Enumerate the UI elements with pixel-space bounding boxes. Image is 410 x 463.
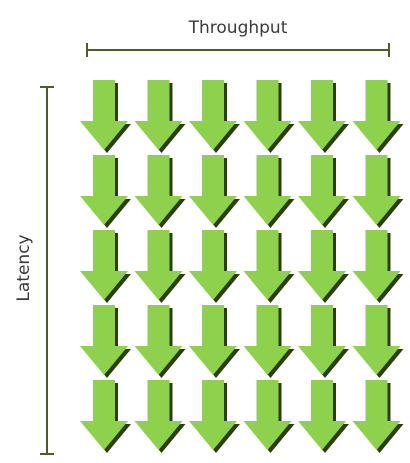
down-arrow-icon: [80, 380, 131, 453]
down-arrow-icon: [80, 230, 131, 303]
arrow-shape: [243, 305, 292, 375]
down-arrow-icon: [134, 380, 186, 453]
arrow-shape: [134, 230, 183, 300]
arrow-shape: [80, 380, 128, 450]
arrow-shape: [243, 80, 292, 150]
arrow-shape: [352, 305, 401, 375]
arrow-shape: [243, 230, 292, 300]
down-arrow-icon: [298, 230, 349, 303]
down-arrow-icon: [189, 380, 240, 453]
arrow-shape: [80, 305, 128, 375]
down-arrow-icon: [243, 155, 295, 228]
arrow-shape: [189, 230, 237, 300]
arrow-shape: [189, 80, 237, 150]
throughput-label: Throughput: [188, 18, 288, 38]
arrow-shape: [298, 230, 346, 300]
arrow-shape: [298, 380, 346, 450]
arrow-shape: [189, 305, 237, 375]
down-arrow-icon: [80, 305, 131, 378]
down-arrow-icon: [189, 305, 240, 378]
latency-axis: [40, 86, 54, 455]
down-arrow-icon: [352, 155, 404, 228]
down-arrow-icon: [80, 80, 131, 153]
arrow-shape: [80, 230, 128, 300]
arrow-shape: [352, 230, 401, 300]
down-arrow-icon: [134, 305, 186, 378]
down-arrow-icon: [298, 155, 349, 228]
down-arrow-icon: [80, 155, 131, 228]
down-arrow-icon: [352, 305, 404, 378]
arrow-shape: [134, 380, 183, 450]
arrow-shape: [189, 380, 237, 450]
down-arrow-icon: [134, 80, 186, 153]
down-arrow-icon: [243, 305, 295, 378]
down-arrow-icon: [243, 230, 295, 303]
arrow-shape: [298, 155, 346, 225]
down-arrow-icon: [243, 80, 295, 153]
down-arrow-icon: [189, 80, 240, 153]
arrow-shape: [134, 80, 183, 150]
latency-label: Latency: [14, 234, 34, 301]
throughput-axis: [86, 43, 390, 57]
arrow-grid: [80, 80, 404, 453]
arrow-shape: [352, 155, 401, 225]
arrow-shape: [243, 380, 292, 450]
arrow-shape: [352, 380, 401, 450]
arrow-shape: [298, 305, 346, 375]
down-arrow-icon: [298, 80, 349, 153]
arrow-shape: [134, 305, 183, 375]
arrow-shape: [243, 155, 292, 225]
arrow-shape: [298, 80, 346, 150]
down-arrow-icon: [134, 155, 186, 228]
arrow-shape: [80, 80, 128, 150]
arrow-shape: [189, 155, 237, 225]
down-arrow-icon: [134, 230, 186, 303]
down-arrow-icon: [352, 380, 404, 453]
down-arrow-icon: [352, 230, 404, 303]
down-arrow-icon: [352, 80, 404, 153]
down-arrow-icon: [189, 155, 240, 228]
down-arrow-icon: [298, 380, 349, 453]
arrow-shape: [80, 155, 128, 225]
arrow-shape: [134, 155, 183, 225]
down-arrow-icon: [298, 305, 349, 378]
down-arrow-icon: [243, 380, 295, 453]
down-arrow-icon: [189, 230, 240, 303]
arrow-shape: [352, 80, 401, 150]
